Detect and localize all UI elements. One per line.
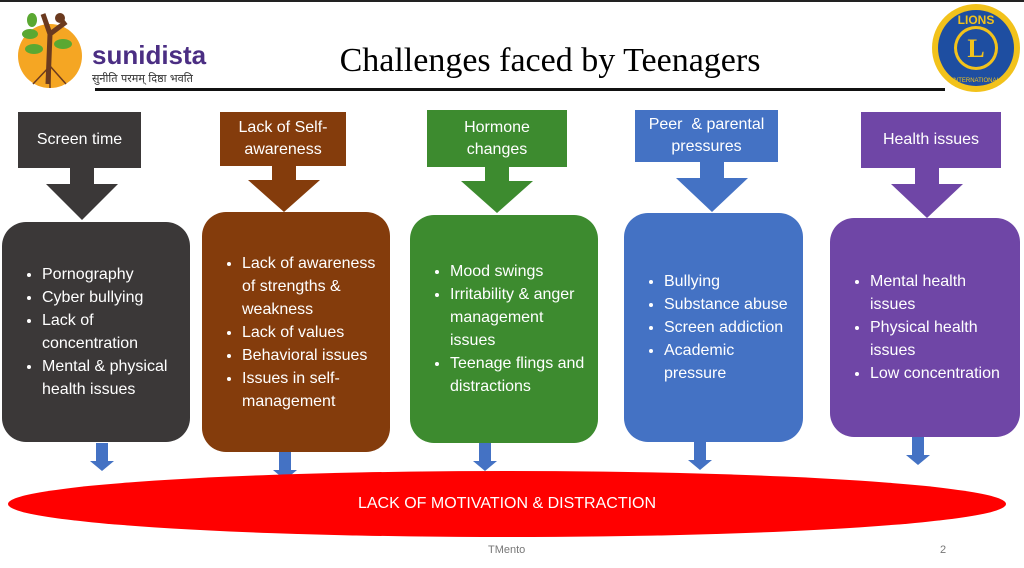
arrow-head-icon <box>46 184 118 220</box>
svg-text:sunidista: sunidista <box>92 40 207 70</box>
top-border <box>0 0 1024 2</box>
slide-title: Challenges faced by Teenagers <box>339 42 761 79</box>
list-item: Mental health issues <box>870 270 1010 316</box>
down-arrow-icon <box>906 437 930 465</box>
list-item: Substance abuse <box>664 293 793 316</box>
list-item: Academic pressure <box>664 339 793 385</box>
arrow-self-awareness <box>272 166 296 180</box>
down-arrow-icon <box>90 443 114 471</box>
svg-text:INTERNATIONAL: INTERNATIONAL <box>952 78 1000 84</box>
list-item: Lack of concentration <box>42 309 180 355</box>
box-peer-pressures: BullyingSubstance abuseScreen addictionA… <box>624 213 803 442</box>
page-number: 2 <box>940 544 947 556</box>
list-item: Lack of awareness of strengths & weaknes… <box>242 252 380 321</box>
down-arrow-icon <box>273 452 297 480</box>
box-hormone-changes: Mood swingsIrritability & anger manageme… <box>410 215 598 443</box>
title-underline <box>95 88 945 91</box>
down-arrow-icon <box>688 442 712 470</box>
footer-text: TMento <box>488 544 526 556</box>
list-item: Pornography <box>42 263 180 286</box>
list-item: Mood swings <box>450 260 588 283</box>
arrow-health <box>915 168 939 184</box>
list-item: Issues in self-management <box>242 367 380 413</box>
list-item: Cyber bullying <box>42 286 180 309</box>
arrow-head-icon <box>248 180 320 212</box>
list-item: Irritability & anger management issues <box>450 283 588 352</box>
box-self-awareness: Lack of awareness of strengths & weaknes… <box>202 212 390 452</box>
result-text: LACK OF MOTIVATION & DISTRACTION <box>357 495 657 512</box>
down-arrow-icon <box>473 443 497 471</box>
result-ellipse: LACK OF MOTIVATION & DISTRACTION <box>8 471 1006 537</box>
list-item: Low concentration <box>870 362 1010 385</box>
sunidista-logo: sunidista सुनीति परमम् दिष्ठा भवति <box>8 4 223 90</box>
heading-health-issues: Health issues <box>861 112 1001 168</box>
arrow-head-icon <box>891 184 963 218</box>
list-item: Behavioral issues <box>242 344 380 367</box>
list-item: Lack of values <box>242 321 380 344</box>
arrow-peer <box>700 162 724 178</box>
list-item: Physical health issues <box>870 316 1010 362</box>
list-item: Screen addiction <box>664 316 793 339</box>
box-screen-time: PornographyCyber bullyingLack of concent… <box>2 222 190 442</box>
heading-self-awareness: Lack of Self-awareness <box>220 112 346 166</box>
box-health-issues: Mental health issuesPhysical health issu… <box>830 218 1020 437</box>
list-item: Teenage flings and distractions <box>450 352 588 398</box>
arrow-head-icon <box>676 178 748 212</box>
heading-peer-pressures: Peer & parental pressures <box>635 110 778 162</box>
arrow-hormone <box>485 167 509 181</box>
svg-text:L: L <box>967 34 984 63</box>
svg-text:LIONS: LIONS <box>958 13 995 27</box>
arrow-head-icon <box>461 181 533 213</box>
svg-text:सुनीति परमम् दिष्ठा भवति: सुनीति परमम् दिष्ठा भवति <box>92 72 194 85</box>
heading-hormone-changes: Hormone changes <box>427 110 567 167</box>
arrow-screen-time <box>70 168 94 184</box>
heading-screen-time: Screen time <box>18 112 141 168</box>
list-item: Mental & physical health issues <box>42 355 180 401</box>
lions-logo: L LIONS INTERNATIONAL <box>930 2 1022 94</box>
list-item: Bullying <box>664 270 793 293</box>
